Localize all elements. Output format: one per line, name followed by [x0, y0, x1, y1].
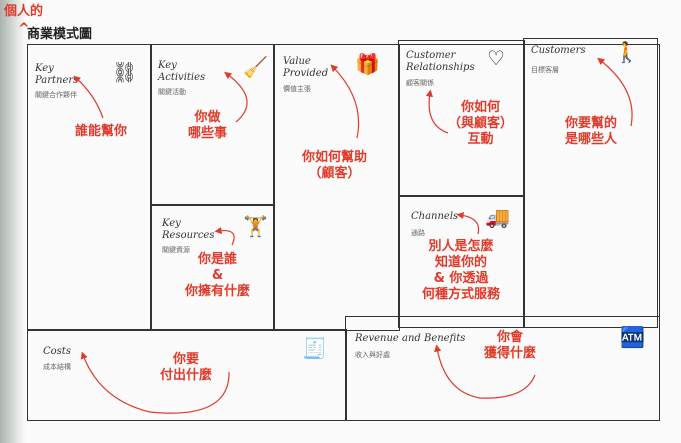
block-revenue [345, 316, 660, 421]
personal-annotation: 個人的 [4, 4, 44, 19]
block-customer-relationships [398, 40, 525, 197]
book-spine-shadow [0, 0, 26, 443]
key-resources-subtitle: 關鍵資源 [162, 246, 190, 254]
block-key-resources [150, 204, 275, 331]
customers-title: Customers [531, 45, 586, 56]
cash-register-icon: 🏧 [620, 325, 645, 349]
customer-relationships-note: 你如何 （與顧客） 互動 [448, 100, 514, 147]
key-activities-subtitle: 關鍵活動 [158, 88, 186, 96]
block-costs [27, 329, 347, 421]
truck-icon: 🚚 [485, 205, 510, 229]
block-value-provided [273, 44, 400, 331]
chain-link-icon: ⛓ [112, 60, 138, 84]
page-title: 商業模式圖 [27, 27, 93, 42]
costs-subtitle: 成本結構 [43, 363, 71, 371]
channels-note: 別人是怎麼 知道你的 & 你透過 何種方式服務 [422, 239, 501, 302]
invoice-icon: 🧾 [302, 336, 327, 360]
block-channels [398, 195, 525, 328]
worker-icon: 🧹 [243, 55, 268, 79]
worker-machine-icon: 🏋 [243, 214, 268, 238]
value-provided-note: 你如何幫助 （顧客） [302, 150, 368, 181]
revenue-title: Revenue and Benefits [355, 333, 466, 344]
caret-mark: ^ [18, 21, 30, 37]
key-resources-title: Key Resources [162, 218, 215, 241]
block-customers [523, 38, 658, 328]
person-icon: 🚶 [614, 40, 639, 64]
heart-icon: ♡ [487, 46, 505, 70]
key-activities-note: 你做 哪些事 [188, 110, 228, 141]
costs-title: Costs [43, 346, 71, 357]
channels-title: Channels [411, 211, 459, 222]
revenue-subtitle: 收入與好處 [355, 351, 390, 359]
gift-box-icon: 🎁 [355, 52, 380, 76]
value-provided-subtitle: 價值主張 [283, 85, 311, 93]
customer-relationships-subtitle: 顧客關係 [406, 79, 434, 87]
customers-note: 你要幫的 是哪些人 [565, 116, 618, 147]
customers-subtitle: 目標客層 [531, 66, 559, 74]
key-partners-subtitle: 關鍵合作夥伴 [35, 91, 77, 99]
key-partners-note: 誰能幫你 [75, 124, 128, 139]
block-key-partners [27, 44, 152, 331]
key-partners-title: Key Partners [35, 63, 79, 86]
revenue-note: 你會 獲得什麼 [484, 330, 537, 361]
value-provided-title: Value Provided [283, 56, 329, 79]
costs-note: 你要 付出什麼 [160, 352, 213, 383]
channels-subtitle: 通路 [411, 229, 425, 237]
key-resources-note: 你是誰 & 你擁有什麼 [185, 252, 251, 299]
block-key-activities [150, 44, 275, 206]
key-activities-title: Key Activities [158, 60, 206, 83]
customer-relationships-title: Customer Relationships [406, 50, 475, 73]
